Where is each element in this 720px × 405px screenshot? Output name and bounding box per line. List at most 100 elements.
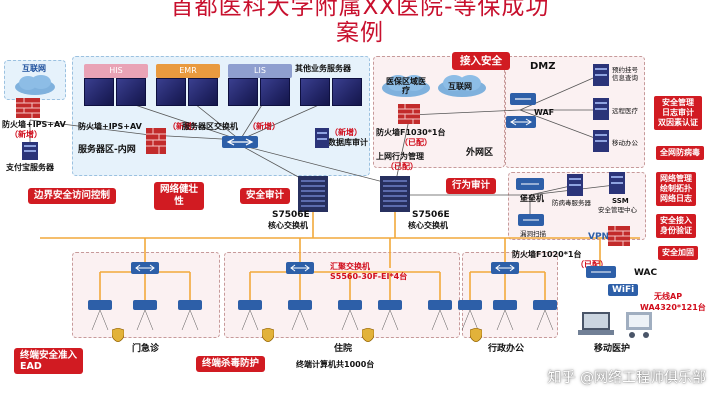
dmz-switch-icon bbox=[506, 116, 536, 128]
laptop-icon bbox=[578, 312, 614, 335]
ssm-icon bbox=[609, 172, 625, 194]
firewall-f1030-icon bbox=[398, 104, 420, 124]
core-switch-left-icon bbox=[298, 176, 328, 212]
ap-title: 无线AP bbox=[654, 292, 683, 301]
extranet-label: 外网区 bbox=[466, 148, 494, 158]
fw-intranet-new-tag: （新增） bbox=[168, 122, 200, 131]
agg-switch-model: S5560-30F-EI*4台 bbox=[330, 272, 408, 281]
other-servers-label: 其他业务服务器 bbox=[295, 64, 351, 73]
server-switch-new-tag: （新增） bbox=[248, 122, 280, 131]
shield-icon bbox=[470, 328, 482, 342]
access-switch-icon bbox=[338, 300, 362, 310]
waf-label: WAF bbox=[534, 108, 555, 117]
lis-servers bbox=[228, 78, 290, 106]
waf-icon bbox=[510, 93, 536, 105]
alipay-server-label: 支付宝服务器 bbox=[6, 163, 54, 172]
antivirus-server-label: 防病毒服务器 bbox=[552, 199, 591, 207]
access-switch-icon bbox=[493, 300, 517, 310]
fw-f1030-label: 防火墙F1030*1台 bbox=[376, 128, 446, 137]
callout-access-security: 接入安全 bbox=[452, 52, 510, 70]
internet-right-cloud-icon bbox=[438, 75, 486, 97]
wac-icon bbox=[586, 266, 616, 278]
callout-full-antivirus: 全网防病毒 bbox=[656, 146, 704, 160]
access-switch-icon bbox=[133, 300, 157, 310]
emr-servers bbox=[156, 78, 218, 106]
emr-caption: EMR bbox=[156, 64, 220, 78]
watermark: 知乎 @网络工程师俱乐部 bbox=[547, 370, 706, 386]
core-right-sub: 核心交换机 bbox=[408, 221, 448, 230]
callout-security-hardening: 安全加固 bbox=[658, 246, 698, 260]
fw-left-label: 防火墙+IPS+AV bbox=[2, 120, 66, 129]
mobile-cart-icon bbox=[626, 312, 652, 338]
core-left-model: S7506E bbox=[272, 210, 310, 220]
fw-f1020-label: 防火墙F1020*1台 bbox=[512, 250, 582, 259]
access-switch-icon bbox=[288, 300, 312, 310]
server-switch-icon bbox=[222, 136, 258, 148]
db-audit-icon bbox=[315, 128, 329, 148]
bastion-label: 堡垒机 bbox=[520, 194, 544, 203]
callout-network-mgmt: 网络管理 绘制拓扑 网络日志 bbox=[656, 172, 696, 206]
callout-secure-access: 安全接入 身份验证 bbox=[656, 214, 696, 238]
callout-behavior-audit: 行为审计 bbox=[446, 178, 497, 194]
agg-switch-admin-icon bbox=[491, 262, 519, 274]
core-switch-right-icon bbox=[380, 176, 410, 212]
ssm-label: SSM bbox=[612, 197, 629, 205]
callout-security-audit: 安全审计 bbox=[240, 188, 291, 204]
ap-model: WA4320*121台 bbox=[640, 303, 706, 312]
callout-boundary-access: 边界安全访问控制 bbox=[28, 188, 117, 204]
firewall-f1020-icon bbox=[608, 226, 630, 246]
admin-office-label: 行政办公 bbox=[488, 344, 525, 354]
fw-intranet-label: 防火墙+IPS+AV bbox=[78, 122, 142, 131]
other-servers bbox=[300, 78, 362, 106]
access-switch-icon bbox=[533, 300, 557, 310]
db-audit-new-tag: （新增） bbox=[330, 128, 362, 137]
access-switch-icon bbox=[458, 300, 482, 310]
fw-f1020-had-tag: （已配） bbox=[576, 260, 608, 269]
callout-network-robust: 网络健壮 性 bbox=[154, 182, 205, 210]
access-switch-icon bbox=[238, 300, 262, 310]
access-switch-icon bbox=[428, 300, 452, 310]
access-switch-icon bbox=[378, 300, 402, 310]
server-zone-label: 服务器区-内网 bbox=[78, 145, 136, 155]
internet-cloud-icon bbox=[15, 75, 55, 95]
lab-service-label: 预约挂号信息查询 bbox=[612, 66, 638, 82]
page-title-line2: 案例 bbox=[336, 20, 384, 46]
dmz-label: DMZ bbox=[530, 61, 556, 72]
access-switch-icon bbox=[88, 300, 112, 310]
antivirus-server-icon bbox=[567, 174, 583, 196]
agg-switch-label: 汇聚交换机 bbox=[330, 262, 370, 271]
fw-left-new-tag: （新增） bbox=[10, 130, 42, 139]
page-title-line1: 首都医科大学附属XX医院-等保成功 bbox=[170, 0, 550, 20]
access-switch-icon bbox=[178, 300, 202, 310]
vuln-scan-icon bbox=[518, 214, 544, 226]
wifi-label: WiFi bbox=[608, 284, 639, 296]
dmz-zone bbox=[505, 56, 645, 168]
ssm-sub-label: 安全管理中心 bbox=[598, 206, 637, 214]
callout-terminal-admission: 终端安全准入 EAD bbox=[14, 348, 84, 374]
lis-caption: LIS bbox=[228, 64, 292, 78]
firewall-intranet-icon bbox=[146, 128, 166, 154]
his-caption: HIS bbox=[84, 64, 148, 78]
agg-switch-outpatient-icon bbox=[131, 262, 159, 274]
terminals-count-label: 终端计算机共1000台 bbox=[296, 360, 375, 369]
agg-switch-inpatient-icon bbox=[286, 262, 314, 274]
internet-right-label: 互联网 bbox=[448, 82, 472, 91]
inpatient-zone bbox=[224, 252, 460, 338]
callout-security-mgmt: 安全管理 日志审计 双因素认证 bbox=[654, 96, 702, 130]
bastion-icon bbox=[516, 178, 544, 190]
fw-f1030-had-tag: （已配） bbox=[400, 138, 432, 147]
internet-left-label: 互联网 bbox=[22, 64, 46, 73]
remote-medical-server-icon bbox=[593, 98, 609, 120]
shield-icon bbox=[112, 328, 124, 342]
medical-cloud-icon bbox=[382, 75, 430, 97]
outpatient-label: 门急诊 bbox=[132, 344, 160, 354]
core-left-sub: 核心交换机 bbox=[268, 221, 308, 230]
inpatient-label: 住院 bbox=[334, 344, 353, 354]
behavior-mgmt-had-tag: （已配） bbox=[386, 162, 418, 171]
wac-label: WAC bbox=[634, 268, 658, 278]
mobile-office-server-icon bbox=[593, 130, 609, 152]
remote-medical-label: 远程医疗 bbox=[612, 107, 638, 115]
shield-icon bbox=[262, 328, 274, 342]
behavior-mgmt-label: 上网行为管理 bbox=[376, 152, 424, 161]
